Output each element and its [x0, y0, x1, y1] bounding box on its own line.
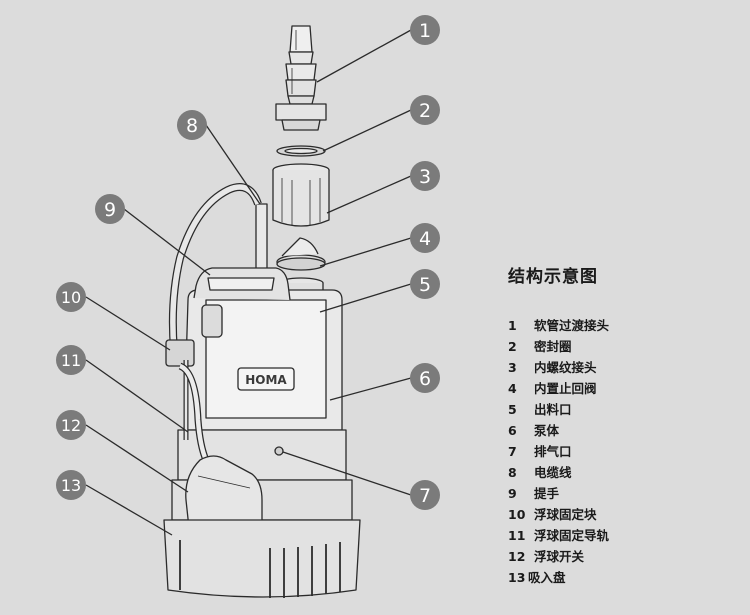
legend-item: 6 泵体 — [508, 420, 609, 441]
svg-text:3: 3 — [419, 166, 431, 188]
legend-number: 6 — [508, 423, 517, 438]
check-valve-part — [276, 237, 326, 271]
badge-1: 1 — [410, 15, 440, 45]
legend-number: 12 — [508, 549, 526, 564]
leader-13 — [85, 484, 173, 536]
legend-number: 3 — [508, 360, 517, 375]
svg-text:8: 8 — [186, 115, 198, 137]
badge-5: 5 — [410, 269, 440, 299]
legend-item: 10 浮球固定块 — [508, 504, 609, 525]
svg-text:7: 7 — [419, 485, 431, 507]
svg-text:11: 11 — [61, 351, 81, 370]
legend-title: 结构示意图 — [508, 267, 598, 287]
svg-text:5: 5 — [419, 274, 431, 296]
legend-label: 泵体 — [534, 423, 560, 438]
legend-number: 9 — [508, 486, 517, 501]
legend-label: 软管过渡接头 — [534, 318, 610, 333]
legend-number: 7 — [508, 444, 517, 459]
svg-text:13: 13 — [61, 476, 81, 495]
badge-7: 7 — [410, 480, 440, 510]
badge-13: 13 — [56, 470, 86, 500]
leader-lines — [85, 29, 412, 536]
legend-item: 7 排气口 — [508, 441, 609, 462]
badge-3: 3 — [410, 161, 440, 191]
legend-item: 2 密封圈 — [508, 336, 609, 357]
leader-8 — [205, 124, 261, 205]
handle-part — [193, 267, 291, 338]
legend-item: 12 浮球开关 — [508, 546, 609, 567]
leader-9 — [123, 208, 211, 276]
legend-label: 内置止回阀 — [534, 381, 597, 396]
legend-number: 10 — [508, 507, 526, 522]
leader-2 — [322, 109, 412, 152]
hose-adapter-part — [275, 25, 327, 131]
leader-12 — [85, 424, 189, 493]
legend-item: 11 浮球固定导轨 — [508, 525, 609, 546]
legend-item: 9 提手 — [508, 483, 609, 504]
leader-7 — [282, 451, 412, 496]
legend-number: 5 — [508, 402, 517, 417]
legend-item: 1 软管过渡接头 — [508, 315, 609, 336]
badge-4: 4 — [410, 223, 440, 253]
svg-text:12: 12 — [61, 416, 81, 435]
badge-10: 10 — [56, 282, 86, 312]
svg-text:6: 6 — [419, 368, 431, 390]
legend-label: 浮球固定导轨 — [534, 528, 610, 543]
leader-10 — [85, 296, 171, 351]
svg-text:4: 4 — [419, 228, 431, 250]
legend-item: 3 内螺纹接头 — [508, 357, 609, 378]
leader-6 — [329, 377, 412, 401]
suction-base-part — [163, 519, 361, 598]
leader-4 — [319, 237, 412, 267]
badge-11: 11 — [56, 345, 86, 375]
badge-6: 6 — [410, 363, 440, 393]
legend-label: 内螺纹接头 — [534, 360, 597, 375]
leader-3 — [326, 175, 412, 214]
brand-logo: HOMA — [245, 373, 287, 387]
legend-item: 5 出料口 — [508, 399, 609, 420]
svg-text:2: 2 — [419, 100, 431, 122]
legend-number: 2 — [508, 339, 517, 354]
legend-label: 浮球固定块 — [534, 507, 597, 522]
badge-9: 9 — [95, 194, 125, 224]
legend-item: 8 电缆线 — [508, 462, 609, 483]
legend-label: 电缆线 — [534, 465, 572, 480]
pump-illustration: HOMA — [163, 25, 361, 598]
legend-number: 4 — [508, 381, 517, 396]
sealing-ring-part — [276, 145, 326, 157]
legend-label: 密封圈 — [534, 339, 572, 354]
badges: 1 2 3 4 5 6 7 8 9 10 11 12 13 — [56, 15, 440, 510]
legend-label: 排气口 — [534, 444, 572, 459]
legend-label: 提手 — [534, 486, 560, 501]
badge-12: 12 — [56, 410, 86, 440]
legend-number: 1 — [508, 318, 517, 333]
legend-item: 4 内置止回阀 — [508, 378, 609, 399]
legend-label: 浮球开关 — [534, 549, 585, 564]
svg-text:9: 9 — [104, 199, 116, 221]
leader-5 — [319, 283, 412, 313]
legend-label: 吸入盘 — [528, 570, 566, 585]
legend-list: 1 软管过渡接头 2 密封圈 3 内螺纹接头 4 内置止回阀 5 出料口 6 泵体 7 排气口… — [508, 315, 609, 588]
legend-number: 11 — [508, 528, 526, 543]
legend-number: 8 — [508, 465, 517, 480]
badge-8: 8 — [177, 110, 207, 140]
leader-11 — [85, 359, 189, 433]
svg-text:10: 10 — [61, 288, 81, 307]
svg-text:1: 1 — [419, 20, 431, 42]
thread-connector-part — [272, 163, 330, 227]
float-holder-part — [165, 339, 195, 367]
badge-2: 2 — [410, 95, 440, 125]
leader-1 — [316, 29, 412, 83]
legend-label: 出料口 — [534, 402, 572, 417]
legend-number: 13 — [508, 570, 526, 585]
